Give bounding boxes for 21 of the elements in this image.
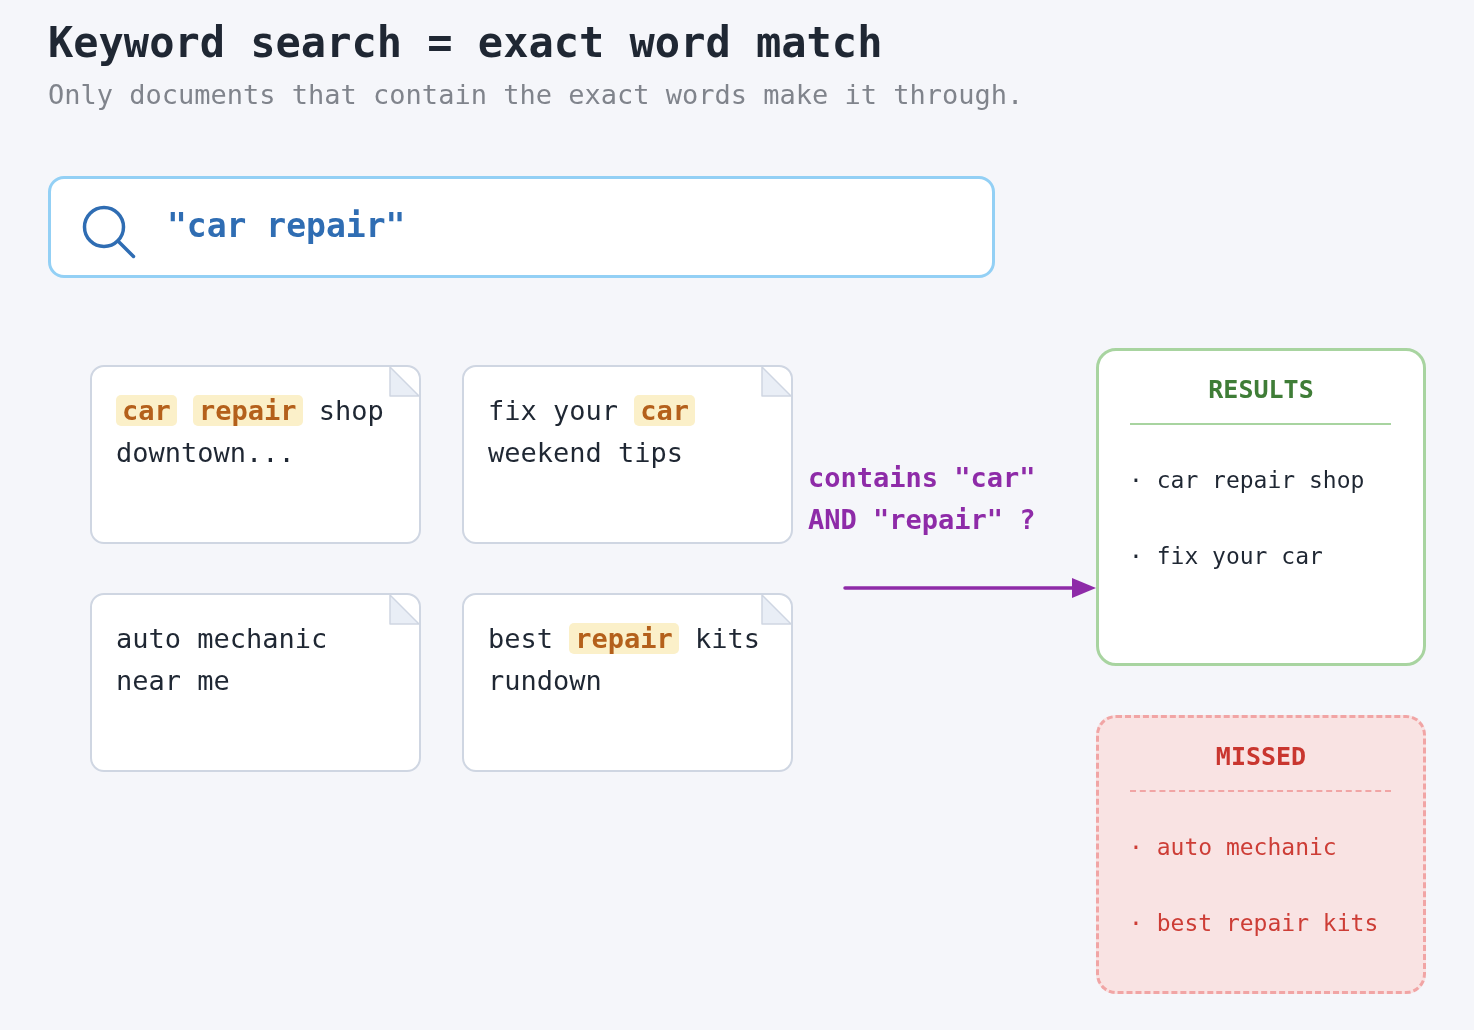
document-card bbox=[462, 365, 793, 544]
title: Keyword search = exact word match bbox=[48, 17, 883, 69]
result-item: · car repair shop bbox=[1129, 466, 1365, 495]
document-text: car repair shop downtown... bbox=[116, 394, 385, 470]
document-card bbox=[462, 593, 793, 772]
results-panel bbox=[1096, 348, 1426, 666]
missed-item: · auto mechanic bbox=[1129, 833, 1337, 862]
document-card bbox=[90, 365, 421, 544]
search-bar bbox=[48, 176, 995, 278]
panel-heading: RESULTS bbox=[1208, 374, 1314, 406]
result-item: · fix your car bbox=[1129, 542, 1323, 571]
missed-item: · best repair kits bbox=[1129, 909, 1379, 938]
document-card bbox=[90, 593, 421, 772]
document-text: auto mechanic near me bbox=[116, 622, 329, 698]
subtitle: Only documents that contain the exact words make it through. bbox=[48, 78, 1024, 112]
document-text: best repair kits rundown bbox=[488, 622, 762, 698]
arrow bbox=[843, 578, 1096, 598]
missed-panel bbox=[1096, 715, 1426, 994]
panel-heading: MISSED bbox=[1215, 741, 1307, 773]
document-text: fix your car weekend tips bbox=[488, 390, 780, 474]
search-query: "car repair" bbox=[167, 205, 406, 247]
